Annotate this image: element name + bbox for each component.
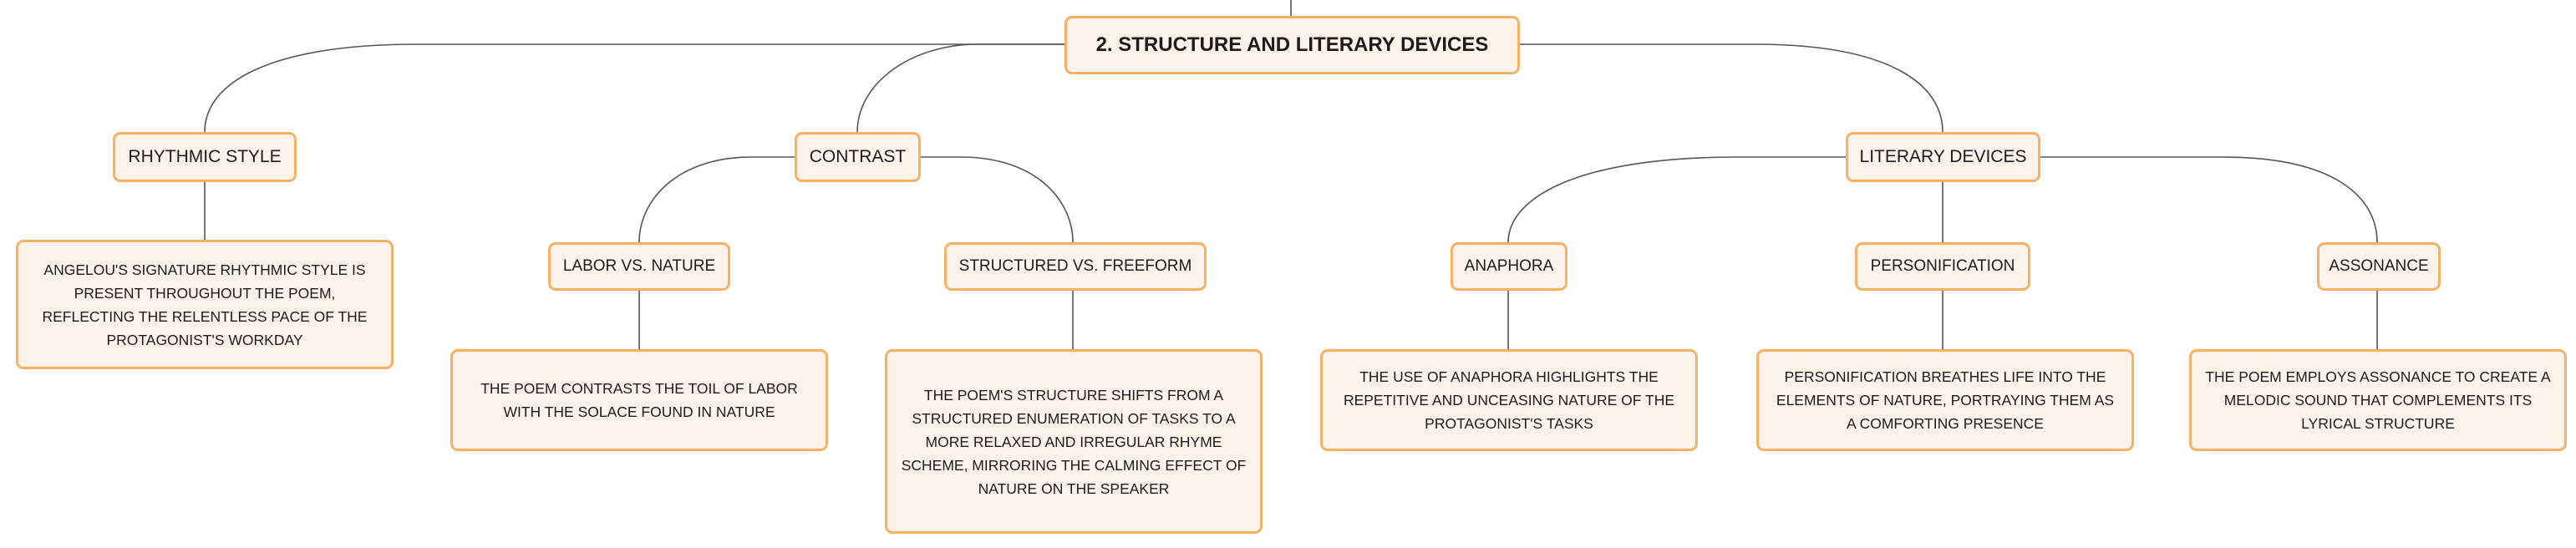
assonance-note[interactable]: THE POEM EMPLOYS ASSONANCE TO CREATE A M… bbox=[2189, 349, 2567, 451]
rhythmic-style-note-text: ANGELOU'S SIGNATURE RHYTHMIC STYLE IS PR… bbox=[42, 261, 368, 348]
structured-vs-freeform-note-text: THE POEM'S STRUCTURE SHIFTS FROM A STRUC… bbox=[901, 386, 1247, 497]
connector-literary-anaphora bbox=[1507, 156, 1849, 243]
connector-root-literary bbox=[1517, 43, 1943, 133]
connector-literary-assonance bbox=[2037, 156, 2378, 243]
labor-vs-nature-note[interactable]: THE POEM CONTRASTS THE TOIL OF LABOR WIT… bbox=[450, 349, 828, 451]
connector-contrast-structured bbox=[919, 156, 1074, 243]
labor-vs-nature-node[interactable]: LABOR VS. NATURE bbox=[548, 242, 730, 291]
structured-vs-freeform-note[interactable]: THE POEM'S STRUCTURE SHIFTS FROM A STRUC… bbox=[885, 349, 1263, 534]
personification-note-text: PERSONIFICATION BREATHES LIFE INTO THE E… bbox=[1776, 368, 2115, 432]
assonance-note-text: THE POEM EMPLOYS ASSONANCE TO CREATE A M… bbox=[2205, 368, 2551, 432]
assonance-label: ASSONANCE bbox=[2329, 257, 2429, 275]
connector-root-contrast bbox=[856, 43, 1068, 133]
anaphora-node[interactable]: ANAPHORA bbox=[1451, 242, 1567, 291]
literary-devices-label: LITERARY DEVICES bbox=[1859, 147, 2027, 166]
personification-node[interactable]: PERSONIFICATION bbox=[1855, 242, 2030, 291]
contrast-node[interactable]: CONTRAST bbox=[795, 132, 921, 182]
connector-contrast-labor bbox=[638, 156, 796, 243]
assonance-node[interactable]: ASSONANCE bbox=[2317, 242, 2441, 291]
labor-vs-nature-note-text: THE POEM CONTRASTS THE TOIL OF LABOR WIT… bbox=[480, 380, 798, 420]
labor-vs-nature-label: LABOR VS. NATURE bbox=[562, 257, 716, 275]
anaphora-label: ANAPHORA bbox=[1464, 257, 1554, 275]
root-label: 2. STRUCTURE AND LITERARY DEVICES bbox=[1095, 33, 1489, 56]
anaphora-note-text: THE USE OF ANAPHORA HIGHLIGHTS THE REPET… bbox=[1343, 368, 1675, 432]
rhythmic-style-label: RHYTHMIC STYLE bbox=[128, 147, 282, 166]
root-node[interactable]: 2. STRUCTURE AND LITERARY DEVICES bbox=[1064, 16, 1520, 74]
literary-devices-node[interactable]: LITERARY DEVICES bbox=[1846, 132, 2040, 182]
personification-label: PERSONIFICATION bbox=[1870, 257, 2015, 275]
personification-note[interactable]: PERSONIFICATION BREATHES LIFE INTO THE E… bbox=[1756, 349, 2134, 451]
structured-vs-freeform-node[interactable]: STRUCTURED VS. FREEFORM bbox=[944, 242, 1207, 291]
connector-root-rhythmic bbox=[204, 43, 1068, 133]
structured-vs-freeform-label: STRUCTURED VS. FREEFORM bbox=[958, 257, 1192, 275]
rhythmic-style-note[interactable]: ANGELOU'S SIGNATURE RHYTHMIC STYLE IS PR… bbox=[16, 240, 394, 369]
contrast-label: CONTRAST bbox=[809, 147, 907, 166]
rhythmic-style-node[interactable]: RHYTHMIC STYLE bbox=[113, 132, 297, 182]
anaphora-note[interactable]: THE USE OF ANAPHORA HIGHLIGHTS THE REPET… bbox=[1320, 349, 1698, 451]
